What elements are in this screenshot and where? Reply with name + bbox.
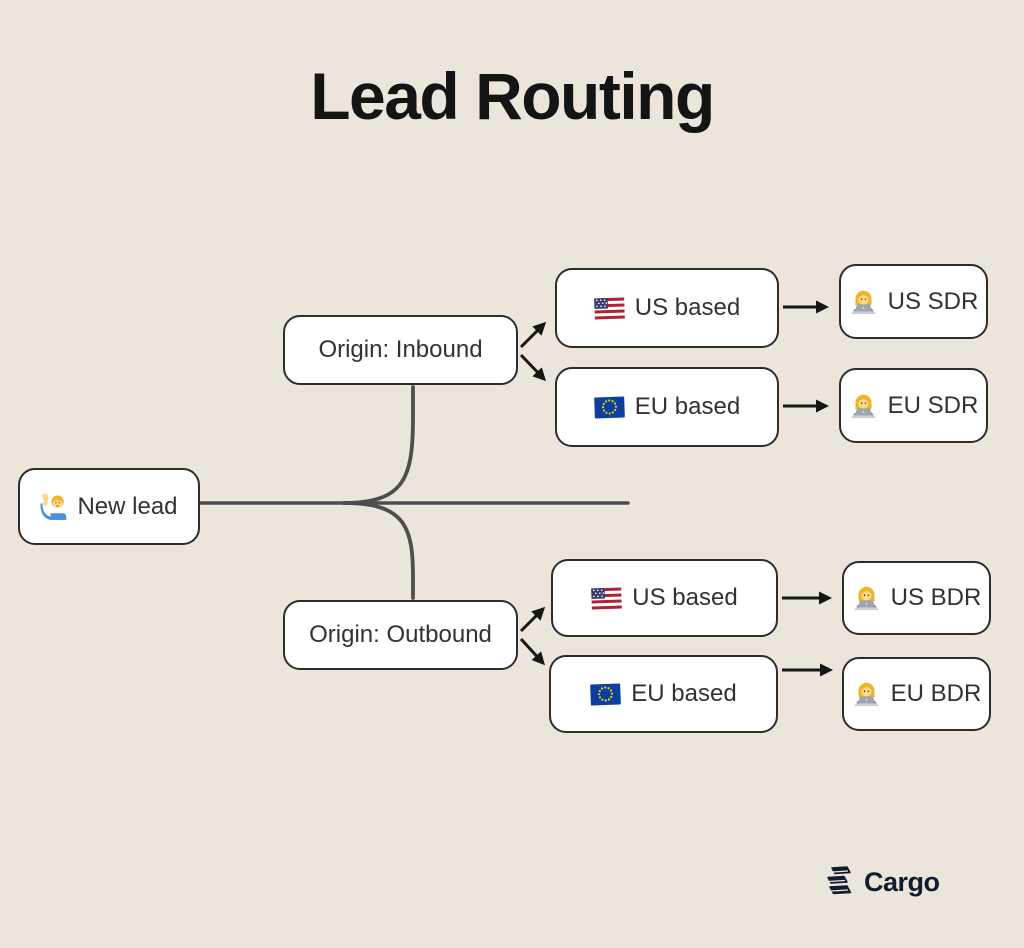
technologist-icon: [849, 393, 878, 419]
node-outbound-eu-based: EU based: [549, 655, 778, 733]
connector-outbound-stem: [342, 501, 415, 600]
arrow-inbound-to-eu: [519, 353, 547, 382]
connector-inbound-stem: [342, 385, 415, 505]
node-origin-inbound: Origin: Inbound: [283, 315, 518, 385]
technologist-icon: [852, 585, 881, 611]
us-flag-icon: [591, 586, 623, 610]
eu-flag-icon: [593, 395, 625, 419]
node-label: EU based: [634, 393, 741, 420]
node-inbound-us-based: US based: [555, 268, 779, 348]
node-eu-bdr: EU BDR: [842, 657, 991, 731]
brand-name: Cargo: [864, 866, 940, 897]
node-label: EU based: [631, 680, 737, 707]
node-eu-sdr: EU SDR: [839, 368, 988, 443]
node-label: US based: [632, 584, 738, 611]
node-label: Origin: Outbound: [309, 621, 492, 648]
us-flag-icon: [593, 296, 625, 320]
arrow-outbound-to-eu: [519, 637, 546, 666]
brand-footer: Cargo: [821, 864, 940, 900]
node-label: New lead: [77, 492, 178, 520]
node-label: Origin: Inbound: [318, 336, 483, 363]
page-title: Lead Routing: [310, 59, 715, 133]
node-outbound-us-based: US based: [551, 559, 778, 637]
eu-flag-icon: [590, 682, 622, 706]
node-us-bdr: US BDR: [842, 561, 991, 635]
node-new-lead: New lead: [18, 468, 200, 545]
arrow-inbound-to-us: [519, 321, 547, 349]
raising-hand-icon: [40, 493, 67, 520]
technologist-icon: [849, 289, 878, 315]
node-label: EU BDR: [890, 680, 982, 707]
cargo-logo-icon: [821, 864, 855, 900]
node-inbound-eu-based: EU based: [555, 367, 779, 447]
node-label: US BDR: [890, 584, 982, 611]
node-label: EU SDR: [887, 391, 979, 419]
arrow-outbound-to-us: [519, 606, 546, 633]
node-origin-outbound: Origin: Outbound: [283, 600, 518, 670]
node-label: US SDR: [887, 287, 979, 315]
node-label: US based: [634, 294, 741, 321]
node-us-sdr: US SDR: [839, 264, 988, 339]
technologist-icon: [852, 681, 881, 707]
